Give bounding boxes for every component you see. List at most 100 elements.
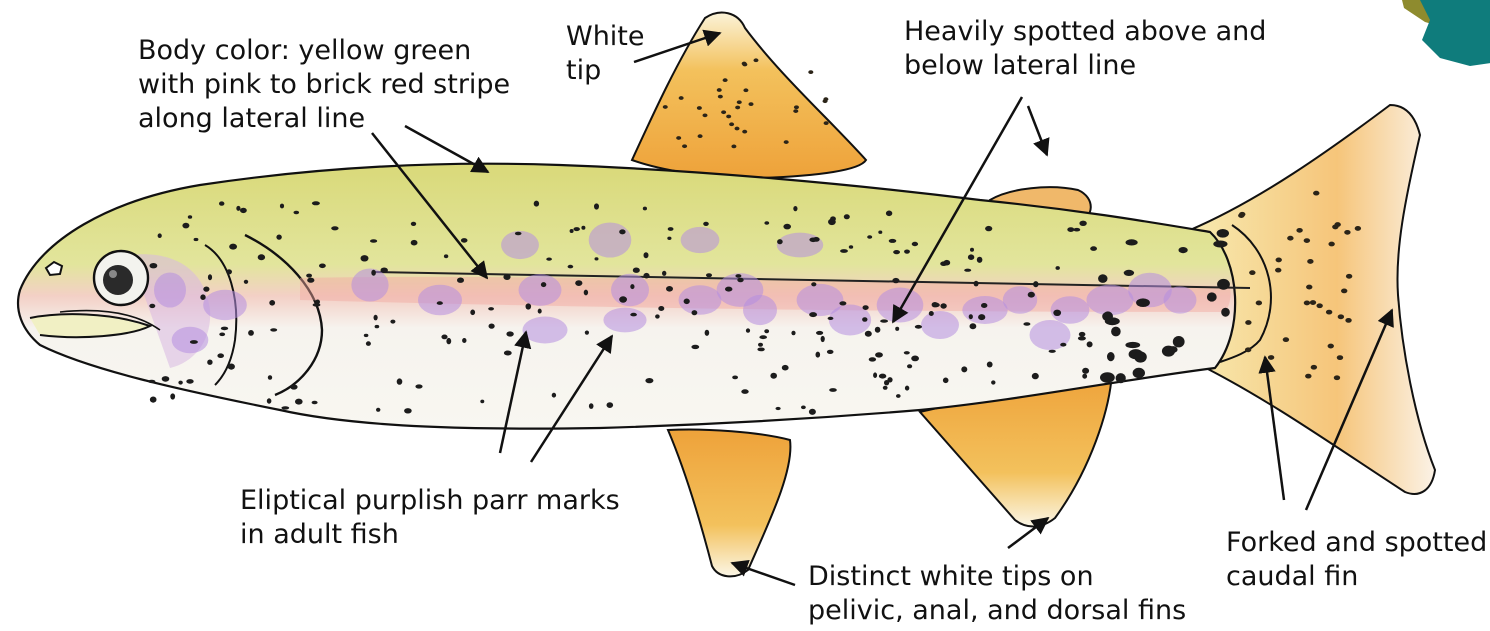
body-spot xyxy=(441,335,447,340)
fin-spot xyxy=(1345,318,1351,323)
parr-mark xyxy=(1003,286,1037,314)
fin-spot xyxy=(1311,365,1317,370)
body-spot xyxy=(827,350,834,354)
parr-mark xyxy=(519,274,562,306)
body-spot xyxy=(1060,343,1066,347)
body-spot xyxy=(619,296,627,302)
fin-spot xyxy=(682,144,687,148)
fin-spot xyxy=(784,140,789,144)
parr-mark xyxy=(1164,286,1197,313)
body-spot xyxy=(258,254,265,260)
body-spot xyxy=(757,348,764,352)
body-spot xyxy=(912,242,918,246)
body-spot xyxy=(867,235,872,239)
fin-spot xyxy=(726,115,731,119)
body-spot xyxy=(217,353,224,358)
body-spot xyxy=(777,239,783,244)
parr-mark xyxy=(681,227,720,253)
fin-spot xyxy=(1276,258,1282,263)
body-spot xyxy=(691,345,699,349)
map-teal-land xyxy=(1420,0,1490,66)
body-spot xyxy=(457,278,464,283)
body-spot xyxy=(764,221,769,225)
arrow-spotted-above xyxy=(1028,106,1047,155)
label-heavily-spotted: Heavily spotted above and below lateral … xyxy=(904,15,1266,83)
body-spot xyxy=(307,278,314,283)
body-spot xyxy=(1221,308,1230,317)
body-spot xyxy=(240,208,247,213)
body-spot xyxy=(865,331,872,337)
body-spot xyxy=(869,357,876,361)
body-spot xyxy=(978,314,985,320)
fin-spot xyxy=(1245,347,1251,352)
body-spot xyxy=(1173,336,1185,347)
fin-spot xyxy=(1249,270,1255,275)
fin-spot xyxy=(1256,301,1262,306)
body-spot xyxy=(1217,279,1230,290)
body-spot xyxy=(589,403,594,409)
body-spot xyxy=(896,394,901,398)
body-spot xyxy=(829,388,837,392)
body-spot xyxy=(306,274,312,278)
body-spot xyxy=(880,319,888,322)
label-body-color-line1: Body color: yellow green xyxy=(138,34,510,68)
body-spot xyxy=(892,278,899,283)
body-spot xyxy=(1082,374,1087,379)
body-spot xyxy=(630,284,634,289)
body-spot xyxy=(1082,368,1089,374)
body-spot xyxy=(374,315,378,321)
fin-spot xyxy=(824,121,829,125)
fin-spot xyxy=(717,88,722,92)
body-spot xyxy=(226,269,232,274)
body-spot xyxy=(813,237,820,242)
body-spot xyxy=(809,312,817,317)
body-spot xyxy=(290,384,297,389)
body-spot xyxy=(732,376,738,380)
body-spot xyxy=(904,351,910,354)
body-spot xyxy=(961,366,967,372)
body-spot xyxy=(1053,310,1061,316)
body-spot xyxy=(207,360,212,365)
body-spot xyxy=(737,278,743,283)
body-spot xyxy=(875,352,883,357)
body-spot xyxy=(150,263,158,268)
body-spot xyxy=(1087,341,1093,347)
fin-spot xyxy=(1313,191,1319,196)
body-spot xyxy=(1124,270,1134,276)
fin-spot xyxy=(1355,226,1361,231)
body-spot xyxy=(725,287,732,292)
body-spot xyxy=(705,330,710,336)
body-spot xyxy=(546,258,552,261)
body-spot xyxy=(1136,298,1150,307)
body-spot xyxy=(782,365,789,371)
body-spot xyxy=(706,273,712,277)
body-spot xyxy=(889,239,897,243)
parr-mark xyxy=(172,327,209,354)
body-spot xyxy=(228,364,235,370)
body-spot xyxy=(376,408,380,412)
parr-mark xyxy=(1087,285,1134,316)
parr-mark xyxy=(501,231,539,259)
parr-mark xyxy=(203,290,247,320)
body-spot xyxy=(295,399,303,405)
body-spot xyxy=(943,378,949,384)
label-caudal-fin: Forked and spotted caudal fin xyxy=(1226,526,1487,594)
body-spot xyxy=(370,239,377,243)
body-spot xyxy=(489,324,495,329)
body-spot xyxy=(1162,346,1175,357)
fin-spot xyxy=(663,105,668,109)
body-spot xyxy=(552,393,556,398)
fin-spot xyxy=(1328,344,1334,349)
body-spot xyxy=(821,336,825,342)
body-spot xyxy=(446,338,451,344)
parr-mark xyxy=(154,272,186,307)
body-spot xyxy=(208,274,212,280)
body-spot xyxy=(188,215,192,219)
body-spot xyxy=(932,302,939,307)
body-spot xyxy=(404,408,412,413)
body-spot xyxy=(158,233,162,238)
parr-mark xyxy=(603,308,646,333)
label-heavily-spotted-line2: below lateral line xyxy=(904,49,1266,83)
fin-spot xyxy=(1307,259,1313,264)
body-spot xyxy=(186,379,193,384)
